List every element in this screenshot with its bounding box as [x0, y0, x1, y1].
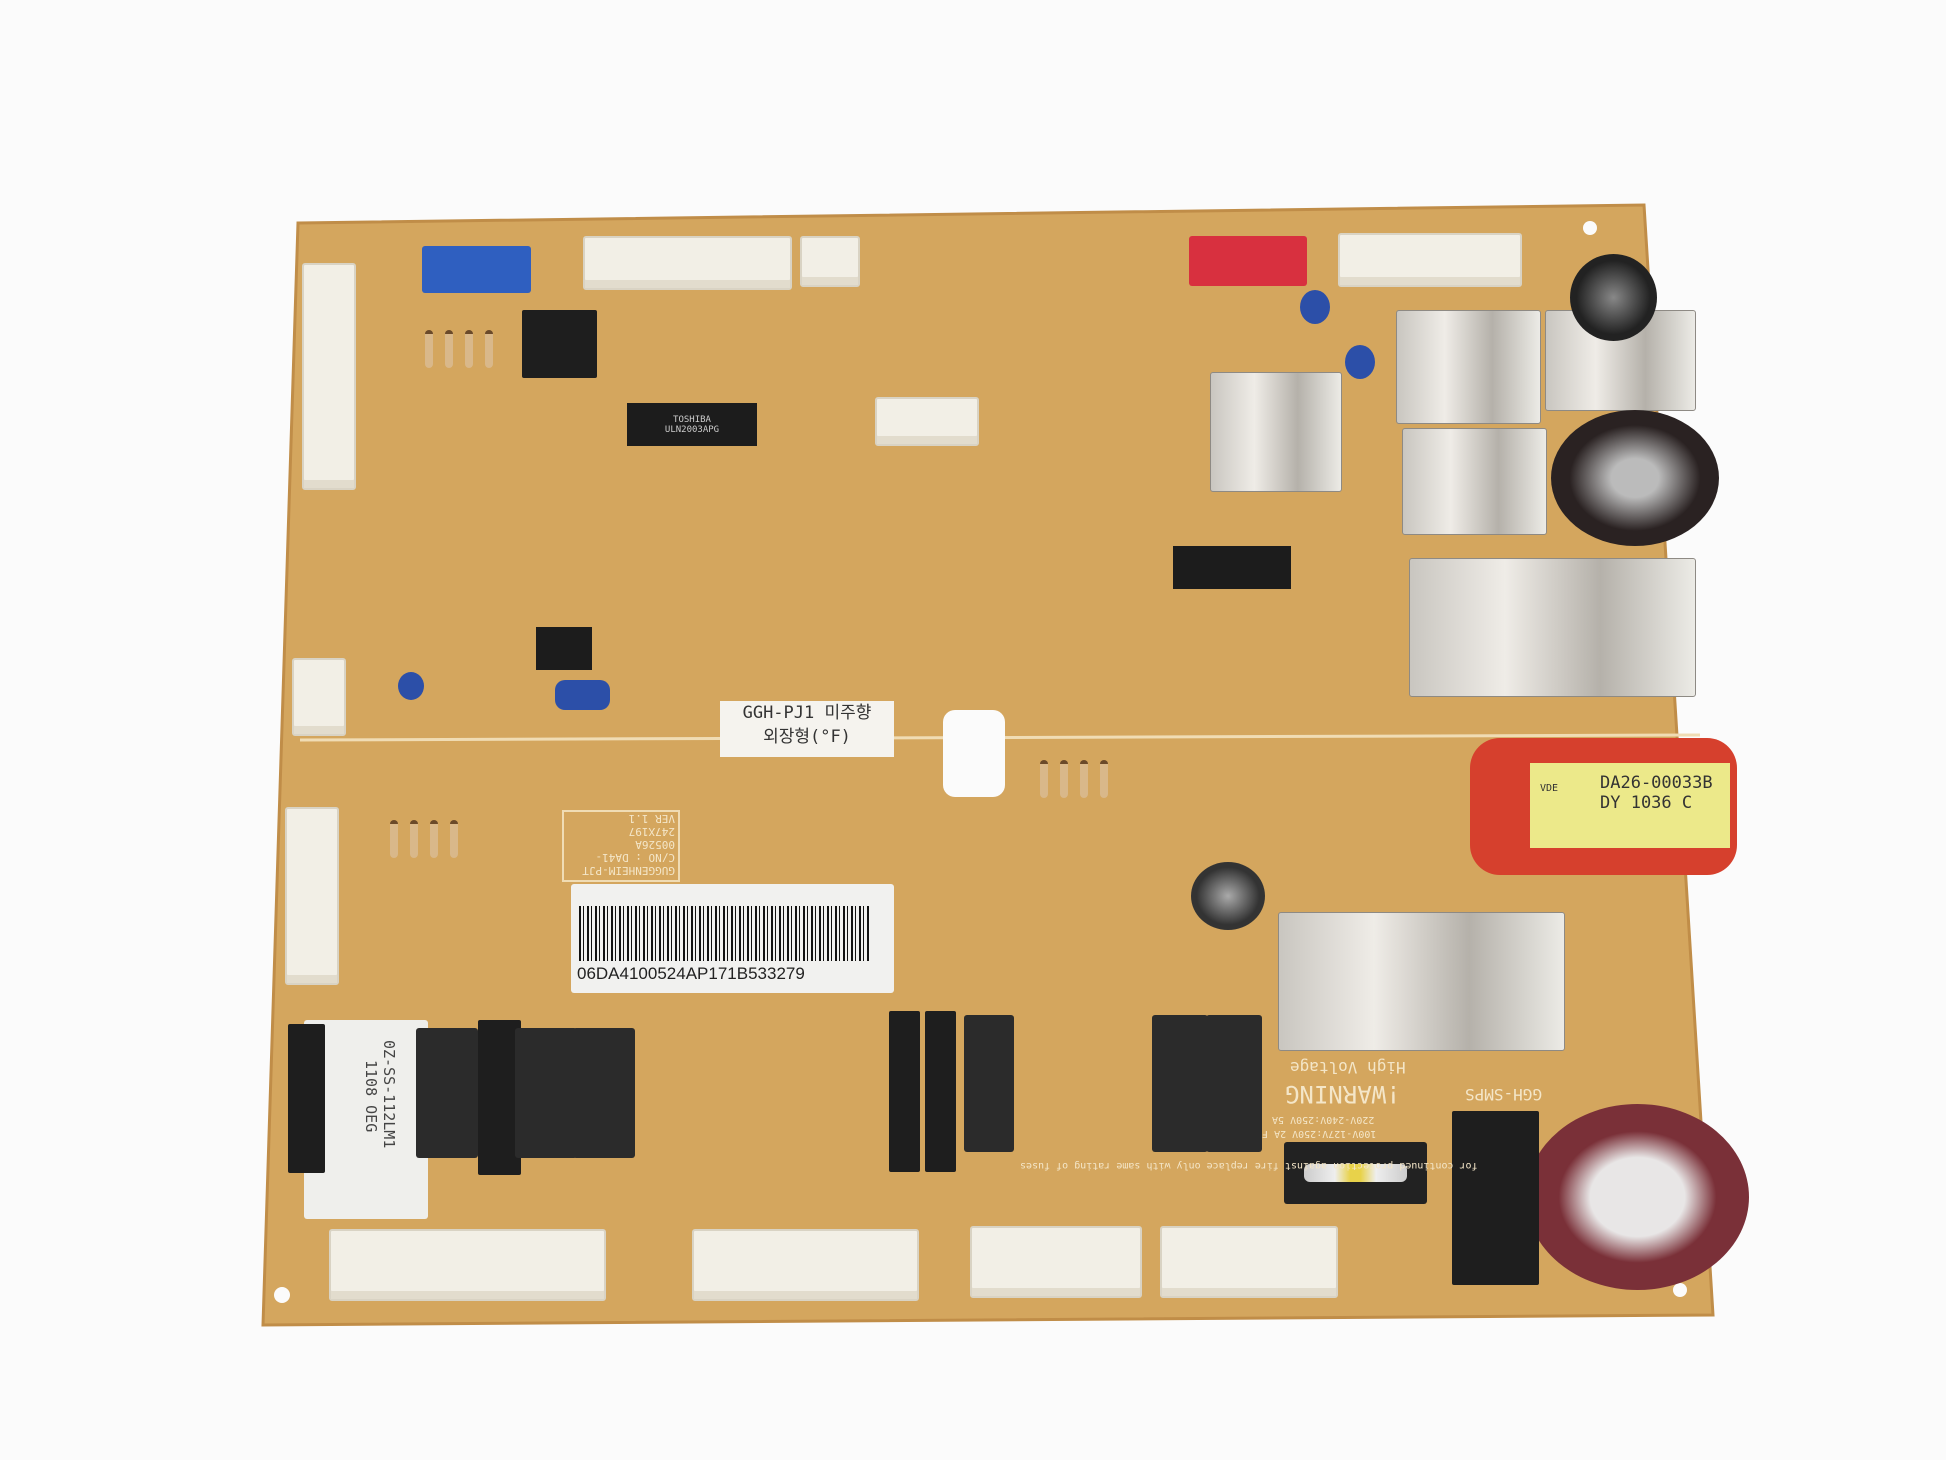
bottom-connector-4 — [1160, 1226, 1338, 1298]
resistor — [465, 330, 473, 368]
top-connector-2 — [800, 236, 860, 287]
relay-block — [925, 1011, 956, 1172]
warning-subtitle: High Voltage — [1290, 1058, 1406, 1077]
warning-title: !WARNING — [1285, 1080, 1401, 1108]
board-size: 247X197 — [628, 825, 675, 838]
heatsink — [1409, 558, 1696, 697]
voltage-regulator — [1452, 1111, 1539, 1285]
board-info: GUGGENHEIM-PJT C/NO : DA41-00526A 247X19… — [562, 810, 680, 882]
barcode-number: 06DA4100524AP171B533279 — [577, 964, 805, 983]
left-connector-1 — [302, 263, 356, 490]
capacitor — [1191, 862, 1265, 930]
middle-connector — [875, 397, 979, 446]
ic-model: ULN2003APG — [664, 424, 720, 435]
resistor — [430, 820, 438, 858]
region-sticker: GGH-PJ1 미주향 외장형(°F) — [720, 701, 894, 757]
fuse-rating-1: 100V-127V:250V 2A F — [1262, 1128, 1377, 1139]
bridge-rectifier — [522, 310, 597, 378]
resistor — [445, 330, 453, 368]
inverter-connector — [292, 658, 346, 736]
board-ver: VER 1.1 — [628, 812, 675, 825]
capacitor — [398, 672, 424, 700]
bottom-connector-1 — [329, 1229, 606, 1301]
resistor — [1040, 760, 1048, 798]
capacitor — [1551, 410, 1719, 546]
transformer-part: DA26-00033B — [1600, 773, 1713, 793]
capacitor — [1300, 290, 1330, 324]
board-cno: C/NO : DA41-00526A — [595, 838, 675, 864]
fuse-rating-2: 220V-240V:250V 5A — [1272, 1114, 1375, 1125]
capacitor — [1526, 1104, 1749, 1290]
ic-brand: TOSHIBA — [673, 414, 711, 425]
resistor — [1100, 760, 1108, 798]
relay — [1152, 1015, 1208, 1152]
resistor — [1060, 760, 1068, 798]
transformer: DA26-00033B DY 1036 C VDE — [1470, 738, 1737, 875]
sticker-line1: GGH-PJ1 미주향 — [742, 703, 872, 723]
capacitor — [555, 680, 610, 710]
bottom-connector-3 — [970, 1226, 1142, 1298]
relay — [1206, 1015, 1262, 1152]
sticker-line2: 외장형(°F) — [763, 727, 851, 747]
capacitor — [1345, 345, 1375, 379]
heatsink — [1402, 428, 1547, 535]
red-connector — [1189, 236, 1307, 286]
barcode-label: 06DA4100524AP171B533279 — [571, 884, 894, 993]
top-connector-1 — [583, 236, 792, 290]
heatsink — [1396, 310, 1541, 424]
resistor — [450, 820, 458, 858]
vde-logo: VDE — [1540, 783, 1559, 794]
capacitor — [1570, 254, 1657, 341]
board-name: GUGGENHEIM-PJT — [582, 864, 675, 877]
resistor — [390, 820, 398, 858]
blue-connector — [422, 246, 531, 293]
resistor — [425, 330, 433, 368]
heatsink — [1278, 912, 1565, 1051]
transformer-code: DY 1036 C — [1600, 793, 1693, 813]
top-connector-3 — [1338, 233, 1522, 287]
relay-block — [478, 1020, 521, 1175]
fuse-note: for continued protection against fire re… — [1020, 1160, 1478, 1171]
driver-ic: TOSHIBA ULN2003APG — [627, 403, 757, 446]
fuse — [1284, 1142, 1427, 1204]
left-connector-2 — [285, 807, 339, 985]
smps-label: GGH-SMPS — [1465, 1085, 1543, 1104]
ic-small — [536, 627, 592, 670]
relay — [515, 1028, 577, 1158]
heatsink — [1210, 372, 1342, 492]
ic-right — [1173, 546, 1291, 589]
relay — [573, 1028, 635, 1158]
relay — [416, 1028, 478, 1158]
resistor — [1080, 760, 1088, 798]
barcode — [579, 906, 869, 961]
relay-model: 0Z-SS-112LM1 — [380, 1040, 398, 1149]
relay-code: 1108 OEG — [362, 1060, 380, 1133]
relay — [964, 1015, 1014, 1152]
relay-block — [288, 1024, 325, 1173]
bottom-connector-2 — [692, 1229, 919, 1301]
relay-block — [889, 1011, 920, 1172]
resistor — [485, 330, 493, 368]
resistor — [410, 820, 418, 858]
